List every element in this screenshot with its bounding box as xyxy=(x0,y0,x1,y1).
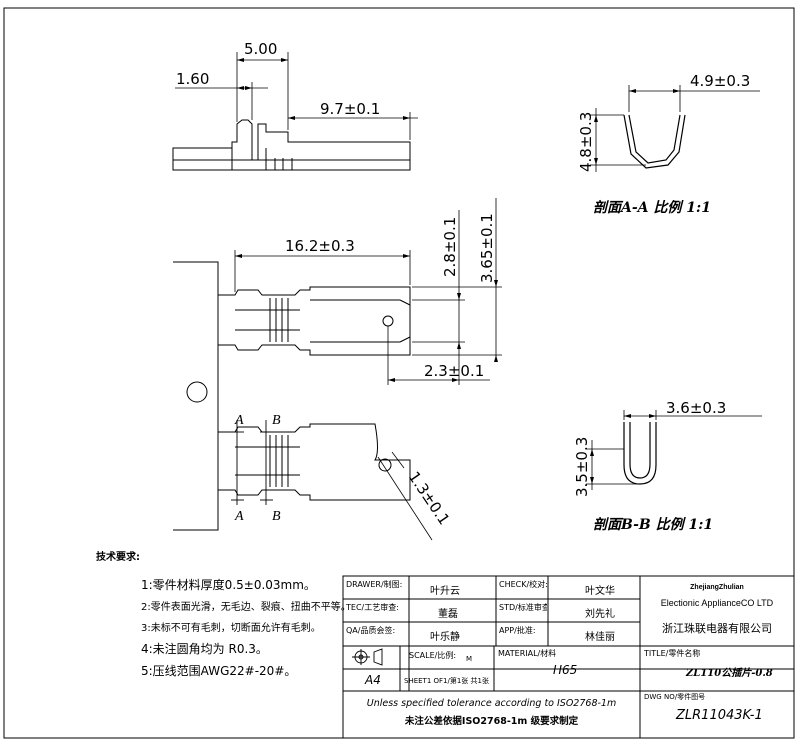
tb-company-cn: 浙江珠联电器有限公司 xyxy=(662,622,772,635)
tb-tolerance-cn: 未注公差依据ISO2768-1m 级要求制定 xyxy=(404,716,579,727)
tb-scale-value: M xyxy=(466,655,473,663)
tb-company-en-2: Electionic ApplianceCO LTD xyxy=(660,598,774,608)
dim-1-3: 1.3±0.1 xyxy=(405,468,454,528)
tb-check-label: CHECK/校对: xyxy=(499,580,547,589)
section-aa-dimension-lines xyxy=(590,85,760,172)
note-item-4: 4:未注圆角均为 R0.3。 xyxy=(141,642,268,656)
top-view xyxy=(173,261,411,531)
note-item-2: 2:零件表面光滑，无毛边、裂痕、扭曲不平等。 xyxy=(141,602,351,613)
tb-drawer-label: DRAWER/制图: xyxy=(346,580,403,589)
tb-title-value: ZL110公插片-0.8 xyxy=(686,668,773,679)
title-block-grid xyxy=(342,575,795,739)
tb-company-en-1: ZhejiangZhulian xyxy=(690,584,744,591)
tb-qa-label: QA/品质会签: xyxy=(346,626,396,635)
dim-2-8: 2.8±0.1 xyxy=(441,217,459,277)
section-mark-a-top: A xyxy=(234,413,244,428)
tb-check-value: 叶文华 xyxy=(585,586,615,597)
tb-tolerance-en: Unless specified tolerance according to … xyxy=(366,698,617,709)
dim-2-3: 2.3±0.1 xyxy=(424,362,484,380)
tb-std-value: 刘先礼 xyxy=(585,609,615,620)
tb-tec-value: 董磊 xyxy=(438,609,458,620)
dim-16-2: 16.2±0.3 xyxy=(285,237,355,255)
section-aa-caption: 剖面A-A 比例 1:1 xyxy=(593,199,711,216)
dim-5-00: 5.00 xyxy=(244,40,277,58)
dim-9-7: 9.7±0.1 xyxy=(320,100,380,118)
top-view-dimension-lines xyxy=(234,198,502,541)
section-bb-profile xyxy=(623,422,657,485)
side-view xyxy=(172,119,411,171)
dim-4-8: 4.8±0.3 xyxy=(577,112,595,172)
dim-3-5: 3.5±0.3 xyxy=(573,437,591,497)
section-cut-lines xyxy=(231,420,273,505)
section-aa-profile xyxy=(623,114,686,169)
tb-title-label: TITLE/零件名称 xyxy=(644,649,701,658)
note-item-5: 5:压线范围AWG22#-20#。 xyxy=(141,664,297,678)
tb-dwg-label: DWG NO/零件图号 xyxy=(644,693,706,701)
tb-size-value: A4 xyxy=(365,673,381,687)
tb-material-value: H65 xyxy=(553,663,578,677)
tb-std-label: STD/标准审查: xyxy=(499,603,547,612)
section-mark-a-bottom: A xyxy=(234,509,244,524)
note-item-1: 1:零件材料厚度0.5±0.03mm。 xyxy=(141,578,316,592)
tb-dwg-value: ZLR11043K-1 xyxy=(676,708,763,723)
section-mark-b-bottom: B xyxy=(272,509,281,524)
section-bb-dimension-lines xyxy=(586,410,762,490)
note-item-3: 3:未标不可有毛刺，切断面允许有毛刺。 xyxy=(141,623,321,634)
dim-3-6: 3.6±0.3 xyxy=(666,399,726,417)
section-bb-caption: 剖面B-B 比例 1:1 xyxy=(593,516,713,533)
dim-4-9: 4.9±0.3 xyxy=(690,72,750,90)
tb-drawer-value: 叶升云 xyxy=(430,586,460,597)
tb-sheet-label: SHEET1 OF1/第1张 共1张 xyxy=(404,677,489,685)
projection-symbol xyxy=(352,648,383,666)
section-mark-b-top: B xyxy=(272,413,281,428)
dim-1-60: 1.60 xyxy=(176,70,209,88)
dim-3-65: 3.65±0.1 xyxy=(478,213,496,283)
tb-app-value: 林佳丽 xyxy=(585,632,615,643)
side-view-dimension-lines xyxy=(175,52,418,140)
notes-title: 技术要求: xyxy=(96,552,140,563)
tb-scale-label: SCALE/比例: xyxy=(409,651,457,660)
tb-qa-value: 叶乐静 xyxy=(430,632,460,643)
tb-material-label: MATERIAL/材料 xyxy=(498,649,557,658)
tb-tec-label: TEC/工艺审查: xyxy=(346,603,399,612)
tb-app-label: APP/批准: xyxy=(499,626,536,635)
